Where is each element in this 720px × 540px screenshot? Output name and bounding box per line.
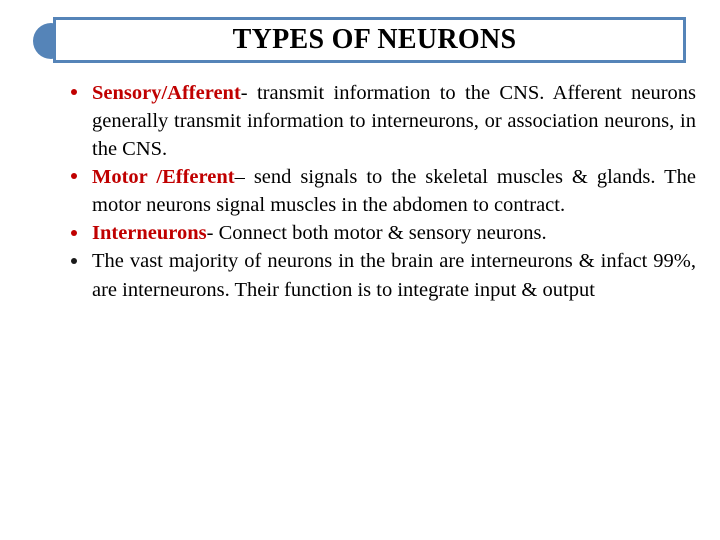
title-box: TYPES OF NEURONS — [53, 17, 686, 63]
list-item: The vast majority of neurons in the brai… — [62, 247, 696, 303]
list-item: Interneurons- Connect both motor & senso… — [62, 219, 696, 247]
list-item-lead: Motor /Efferent — [92, 166, 235, 189]
red-dot-bullet-icon — [71, 173, 77, 180]
red-dot-bullet-icon — [71, 229, 77, 236]
black-dot-bullet-icon — [71, 257, 77, 264]
list-item-lead: Interneurons — [92, 222, 207, 245]
list-item-lead: Sensory/Afferent — [92, 82, 241, 104]
slide-body: Sensory/Afferent- transmit information t… — [62, 79, 696, 304]
list-item: Sensory/Afferent- transmit information t… — [62, 79, 696, 163]
list-item-text: The vast majority of neurons in the brai… — [92, 250, 696, 301]
list-item: Motor /Efferent– send signals to the ske… — [62, 163, 696, 219]
list-item-text: – send signals to the skeletal muscles &… — [92, 166, 696, 217]
list-item-text: - transmit information to the CNS. Affer… — [92, 82, 696, 161]
list-item-text: - Connect both motor & sensory neurons. — [206, 222, 547, 245]
red-dot-bullet-icon — [71, 89, 77, 96]
page-title: TYPES OF NEURONS — [232, 24, 517, 55]
slide-title-area: TYPES OF NEURONS — [0, 0, 720, 72]
